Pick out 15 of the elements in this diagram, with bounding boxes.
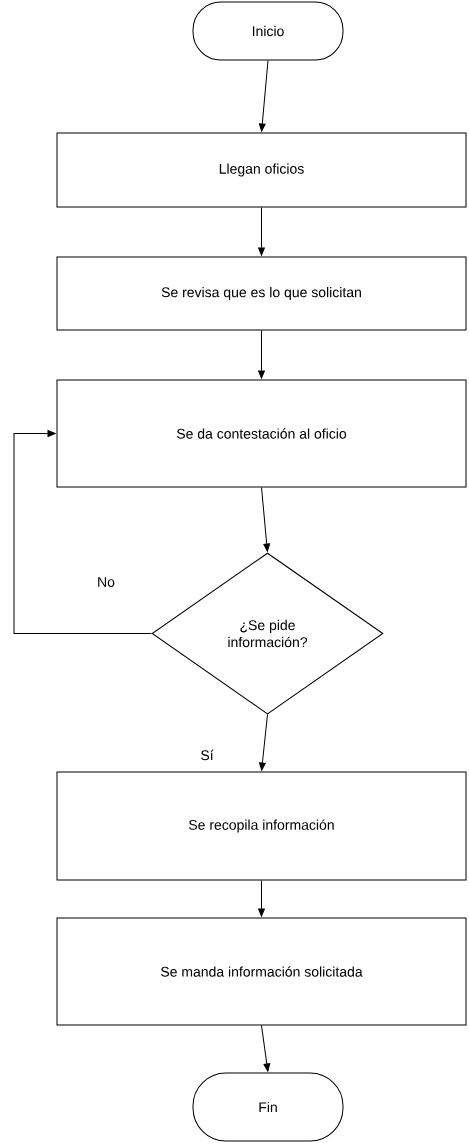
- process-box: Llegan oficios: [56, 132, 467, 208]
- edge-label: Sí: [199, 748, 215, 762]
- process-box: Se revisa que es lo que solicitan: [56, 256, 467, 331]
- process-box: Se da contestación al oficio: [56, 379, 467, 488]
- arrow: [258, 60, 269, 132]
- process-box: Se recopila información: [56, 771, 467, 881]
- arrow: [261, 487, 271, 552]
- arrow: [261, 1025, 271, 1072]
- arrow: [258, 330, 265, 379]
- arrow: [259, 714, 268, 771]
- edge-label: No: [96, 576, 116, 588]
- arrow: [258, 880, 265, 917]
- arrow: [258, 207, 265, 256]
- arrow: [13, 430, 152, 634]
- process-box: Se manda información solicitada: [56, 917, 467, 1026]
